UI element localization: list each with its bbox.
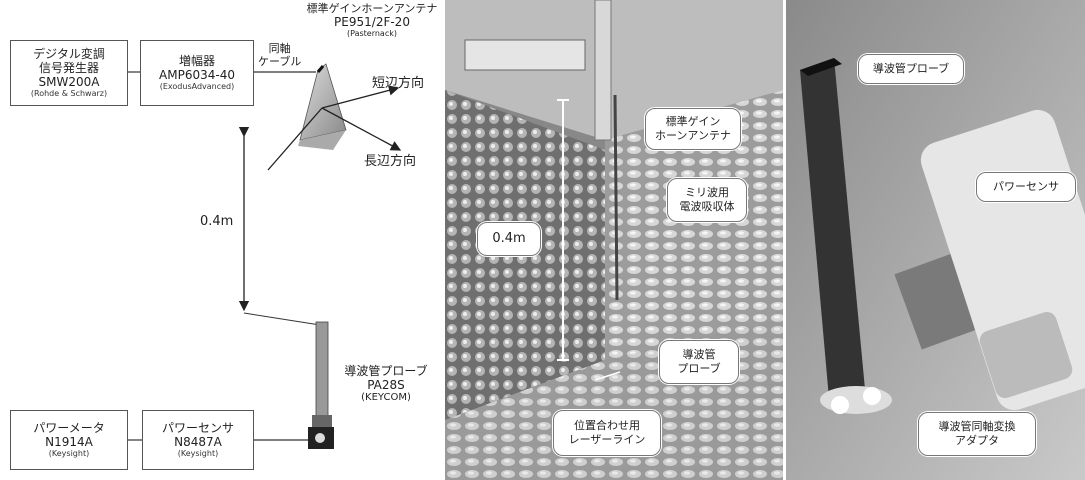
distance-label: 0.4m xyxy=(200,214,234,229)
photo1-probe-callout: 導波管 プローブ xyxy=(659,340,739,384)
long-side-label: 長辺方向 xyxy=(364,154,417,169)
photo1-probe-line1: 導波管 xyxy=(682,348,716,361)
waveguide-probe-model: PA28S xyxy=(367,378,405,392)
short-side-label: 短辺方向 xyxy=(372,76,425,91)
photo-anechoic-setup: 標準ゲイン ホーンアンテナ ミリ波用 電波吸収体 0.4m 導波管 プローブ 位… xyxy=(445,0,783,480)
photo2-adapter-callout: 導波管同軸変換 アダプタ xyxy=(918,412,1036,456)
waveguide-probe-line1: 導波管プローブ xyxy=(344,364,428,378)
power-meter-model: N1914A xyxy=(45,435,93,449)
power-meter-line1: パワーメータ xyxy=(33,421,105,435)
signal-generator-line1: デジタル変調 xyxy=(33,47,105,61)
photo1-horn-callout: 標準ゲイン ホーンアンテナ xyxy=(645,108,741,150)
power-sensor-maker: (Keysight) xyxy=(177,449,219,458)
photo2-sensor-label: パワーセンサ xyxy=(993,180,1059,193)
axis-line xyxy=(267,107,323,171)
photo1-horn-line2: ホーンアンテナ xyxy=(654,129,731,142)
signal-generator-model: SMW200A xyxy=(38,75,100,89)
power-sensor-model: N8487A xyxy=(174,435,222,449)
photo1-laser-line1: 位置合わせ用 xyxy=(574,419,640,432)
waveguide-probe-drawing xyxy=(308,321,334,449)
amplifier-box: 増幅器 AMP6034-40 (ExodusAdvanced) xyxy=(140,40,254,106)
horn-antenna-drawing xyxy=(298,63,347,150)
photo1-horn-line1: 標準ゲイン xyxy=(665,115,721,128)
signal-generator-maker: (Rohde & Schwarz) xyxy=(30,89,108,98)
power-sensor-line1: パワーセンサ xyxy=(161,421,234,435)
photo1-laser-callout: 位置合わせ用 レーザーライン xyxy=(553,410,661,456)
coax-cable-line1: 同軸 xyxy=(268,42,291,55)
power-sensor-box: パワーセンサ N8487A (Keysight) xyxy=(142,410,254,470)
short-side-arrow xyxy=(321,85,400,109)
probe-plane-line xyxy=(243,312,321,326)
signal-generator-box: デジタル変調 信号発生器 SMW200A (Rohde & Schwarz) xyxy=(10,40,128,106)
signal-generator-line2: 信号発生器 xyxy=(38,61,99,75)
horn-antenna-model: PE951/2F-20 xyxy=(334,15,410,29)
photo-probe-closeup: 導波管プローブ パワーセンサ 導波管同軸変換 アダプタ xyxy=(786,0,1085,480)
photo1-laser-line2: レーザーライン xyxy=(568,433,646,446)
long-side-arrow xyxy=(321,107,402,151)
coax-cable-line2: ケーブル xyxy=(258,55,302,68)
photo1-distance-callout: 0.4m xyxy=(477,222,541,256)
waveguide-probe-maker: (KEYCOM) xyxy=(361,392,411,403)
horn-antenna-maker: (Pasternack) xyxy=(347,29,397,38)
photo2-adapter-line2: アダプタ xyxy=(955,434,999,447)
power-meter-box: パワーメータ N1914A (Keysight) xyxy=(10,410,128,470)
photo2-probe-callout: 導波管プローブ xyxy=(858,54,964,84)
horn-antenna-line1: 標準ゲインホーンアンテナ xyxy=(306,2,438,15)
photo1-probe-line2: プローブ xyxy=(677,362,721,375)
photo1-absorber-line2: 電波吸収体 xyxy=(679,200,735,213)
photo2-sensor-callout: パワーセンサ xyxy=(976,172,1076,202)
amplifier-line1: 増幅器 xyxy=(178,54,215,68)
photo1-absorber-callout: ミリ波用 電波吸収体 xyxy=(667,178,747,222)
horn-antenna-label: 標準ゲインホーンアンテナ PE951/2F-20 (Pasternack) xyxy=(292,2,452,38)
power-meter-maker: (Keysight) xyxy=(48,449,90,458)
photo1-distance-label: 0.4m xyxy=(492,231,526,246)
waveguide-probe-label: 導波管プローブ PA28S (KEYCOM) xyxy=(336,364,436,404)
photo1-absorber-line1: ミリ波用 xyxy=(685,186,729,199)
amplifier-maker: (ExodusAdvanced) xyxy=(159,82,235,91)
amplifier-model: AMP6034-40 xyxy=(159,68,235,82)
photo2-adapter-line1: 導波管同軸変換 xyxy=(938,420,1016,433)
coax-cable-label: 同軸 ケーブル xyxy=(258,42,301,68)
photo2-probe-label: 導波管プローブ xyxy=(872,62,950,75)
